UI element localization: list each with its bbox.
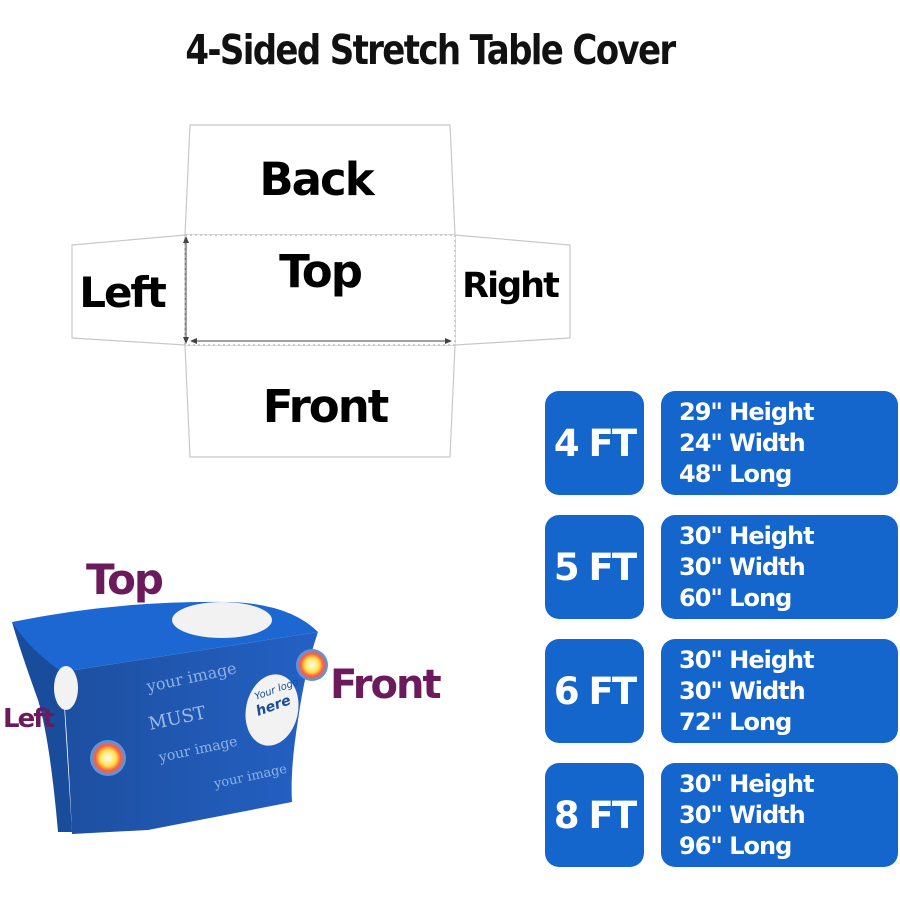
size-dimensions-5ft: 30" Height 30" Width 60" Long [661,515,898,619]
front-label: Front [263,380,389,433]
back-label: Back [259,153,375,206]
size-dimensions-6ft: 30" Height 30" Width 72" Long [661,639,898,743]
size-badge-6ft: 6 FT [545,639,644,743]
dimension-width: 30" Width [679,676,806,705]
photo-front-label: Front [330,662,442,708]
size-dimensions-8ft: 30" Height 30" Width 96" Long [661,763,898,867]
photo-left-label: Left [3,704,55,734]
dimension-height: 29" Height [679,397,815,426]
front-logo-oval [245,674,299,746]
rainbow-seal-icon-2 [90,740,126,776]
size-badge-5ft: 5 FT [545,515,644,619]
size-badge-4ft: 4 FT [545,391,644,495]
dimension-long: 60" Long [679,583,792,612]
left-label: Left [79,268,167,317]
dimension-width: 30" Width [679,800,806,829]
dimension-long: 48" Long [679,459,792,488]
cover-front-side [62,632,318,834]
cover-dieline-diagram: Back Top Left Right Front [71,124,571,458]
dimension-height: 30" Height [679,769,815,798]
top-panel [184,234,456,346]
dimension-height: 30" Height [679,521,815,550]
size-dimensions-4ft: 29" Height 24" Width 48" Long [661,391,898,495]
dimension-width: 30" Width [679,552,806,581]
photo-top-label: Top [86,555,164,604]
top-label: Top [279,245,362,298]
table-cover-photo: your image MUST your image your image Yo… [12,601,328,834]
dimension-long: 72" Long [679,707,792,736]
top-logo-oval [172,602,272,638]
page-title: 4-Sided Stretch Table Cover [185,26,676,74]
side-logo-oval [54,666,78,710]
dimension-width: 24" Width [679,428,806,457]
dimension-long: 96" Long [679,831,792,860]
right-label: Right [462,266,559,306]
dimension-height: 30" Height [679,645,815,674]
size-badge-8ft: 8 FT [545,763,644,867]
rainbow-seal-icon [296,649,328,681]
